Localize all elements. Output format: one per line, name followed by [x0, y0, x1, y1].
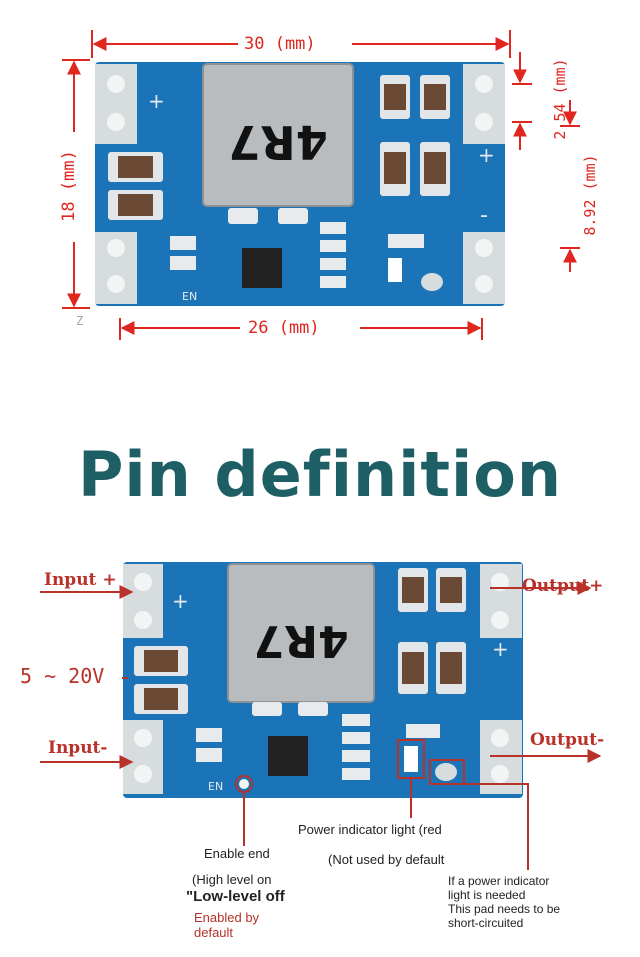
right-bottom-pads	[463, 232, 505, 304]
pin-pitch-label: 2.54 (mm)	[551, 58, 569, 140]
ic-chip-2	[268, 736, 308, 776]
bottom-board-drawing: 4R7 EN + +	[40, 562, 602, 870]
plus-mark-right-2: +	[492, 637, 509, 661]
enable-end-note: Enable end	[204, 846, 270, 861]
corner-mark: Z	[76, 314, 84, 328]
right-top-pads	[463, 64, 505, 144]
high-level-note: (High level on	[192, 872, 272, 887]
left-top-pads	[95, 64, 137, 144]
small-components-2	[196, 702, 457, 781]
output-plus-label: Output+	[522, 576, 604, 596]
not-used-note: (Not used by default	[328, 852, 445, 867]
small-components	[170, 208, 443, 291]
power-indicator-note: Power indicator light (red	[298, 822, 442, 837]
page-title: Pin definition	[77, 438, 563, 511]
width-bottom-label: 26 (mm)	[248, 318, 320, 338]
low-level-note: "Low-level off	[186, 888, 285, 905]
ic-chip	[242, 248, 282, 288]
width-top-label: 30 (mm)	[244, 34, 316, 54]
plus-mark-left: +	[148, 89, 165, 113]
capacitors-left	[108, 152, 163, 220]
pin-diagram: 4R7 EN + +	[0, 550, 640, 950]
inductor-marking: 4R7	[228, 115, 327, 169]
enabled-by-note: Enabled by	[194, 910, 260, 925]
en-marking-2: EN	[208, 780, 223, 793]
input-minus-label: Input-	[48, 738, 108, 758]
short-note-4: short-circuited	[448, 916, 524, 930]
short-note-3: This pad needs to be	[448, 902, 561, 916]
input-plus-label: Input +	[44, 570, 117, 590]
capacitors-2	[134, 568, 466, 714]
top-board-drawing: 4R7 EN + + -	[62, 30, 580, 340]
short-note-2: light is needed	[448, 888, 526, 902]
plus-mark-right: +	[478, 143, 495, 167]
short-note-1: If a power indicator	[448, 874, 550, 888]
inductor	[202, 63, 354, 207]
output-minus-label: Output-	[530, 730, 605, 750]
capacitors-right	[380, 75, 450, 196]
plus-mark-left-2: +	[172, 589, 189, 613]
minus-mark-right: -	[480, 203, 488, 228]
left-bottom-pads	[95, 232, 137, 304]
height-left-label: 18 (mm)	[59, 150, 79, 222]
dimension-lines	[62, 30, 580, 340]
voltage-range-label: 5 ~ 20V	[20, 664, 105, 688]
default-note: default	[194, 925, 234, 940]
inductor-marking-2: 4R7	[253, 615, 348, 666]
short-pad-marker	[429, 759, 465, 785]
pin-spacing-label: 8.92 (mm)	[581, 154, 599, 236]
dimension-diagram: 4R7 EN + + -	[0, 0, 640, 390]
en-marking: EN	[182, 290, 197, 303]
